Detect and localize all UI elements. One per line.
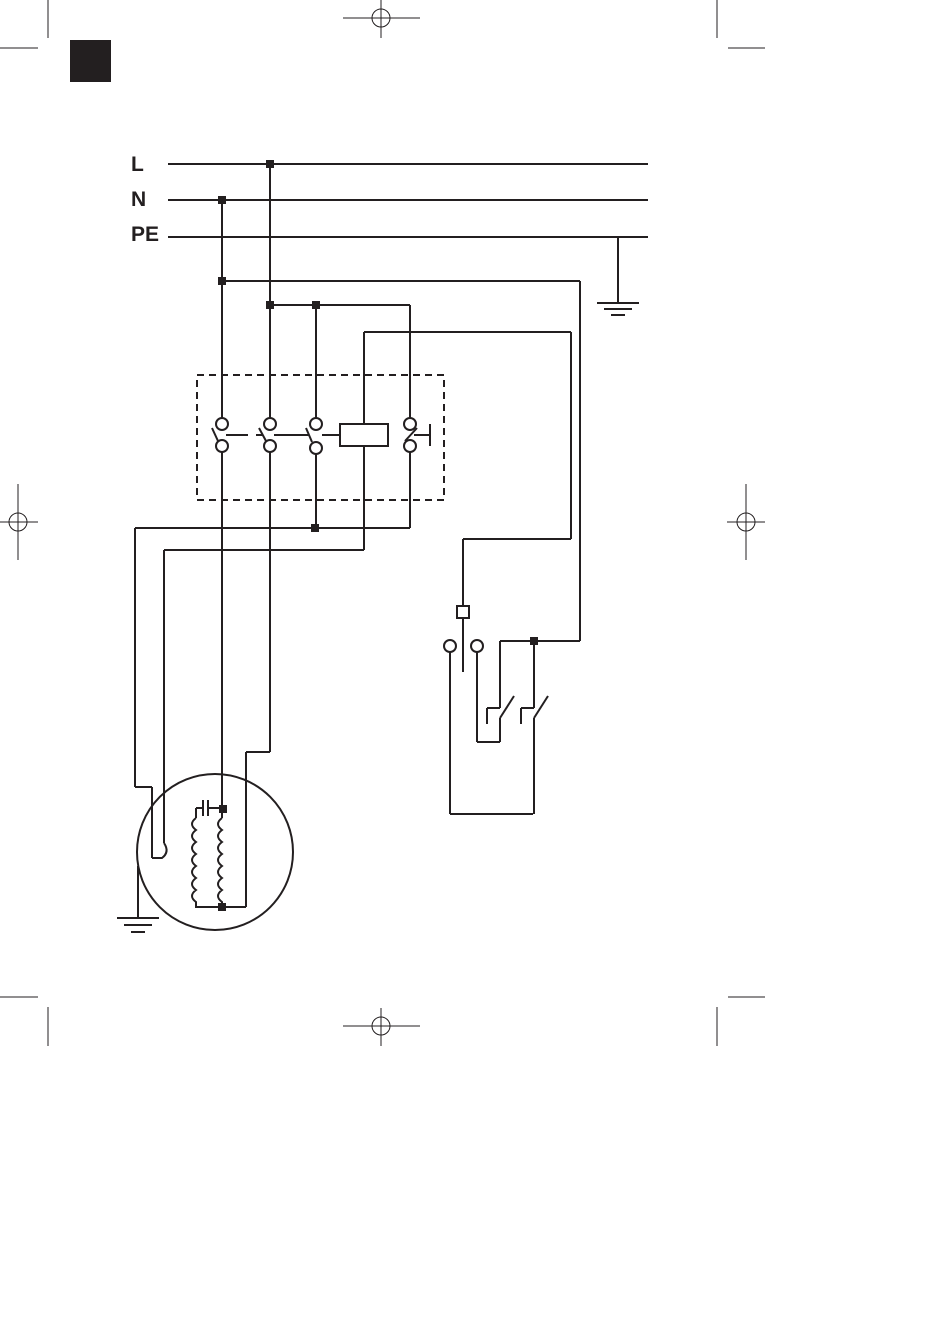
push-button (457, 606, 469, 618)
relay-coil (340, 424, 388, 446)
crosshair-bottom (343, 1008, 420, 1046)
supply-wiring (222, 164, 580, 641)
page-marker-block (70, 40, 111, 82)
output-wiring (135, 446, 410, 907)
earth-symbol-top (597, 237, 639, 315)
label-pe: PE (131, 223, 159, 246)
registration-marks (0, 0, 765, 1046)
crosshair-top (343, 0, 420, 38)
contactor-switches (212, 418, 430, 454)
motor-symbol (137, 774, 293, 930)
run-winding (218, 818, 222, 907)
control-switch (444, 606, 580, 814)
crosshair-right (727, 484, 765, 560)
label-l: L (131, 153, 144, 176)
label-n: N (131, 188, 146, 211)
junction-dots (218, 160, 538, 911)
crosshair-left (0, 484, 38, 560)
